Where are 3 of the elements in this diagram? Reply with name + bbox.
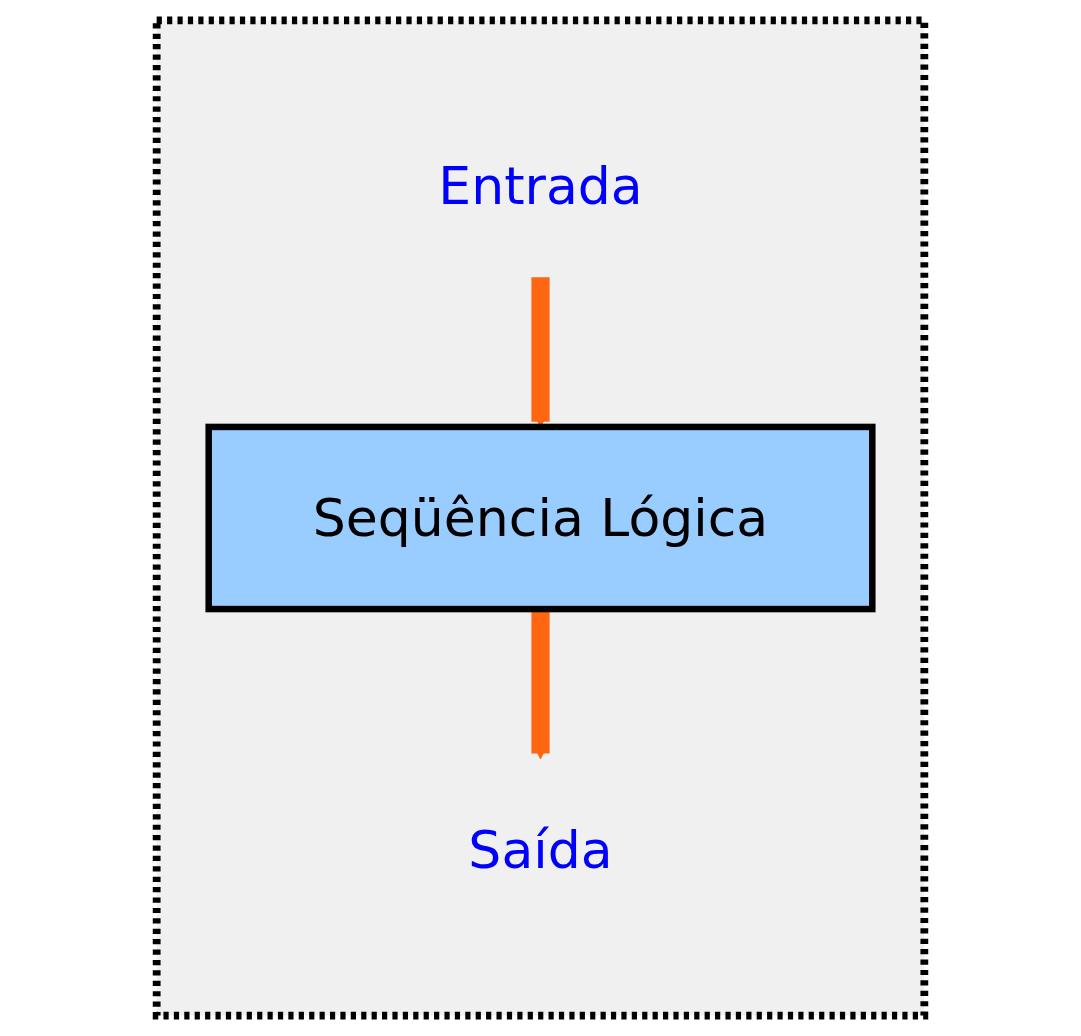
- node-text: Entrada: [438, 156, 643, 217]
- node-box: [205, 423, 876, 613]
- node-text: Saída: [468, 819, 613, 880]
